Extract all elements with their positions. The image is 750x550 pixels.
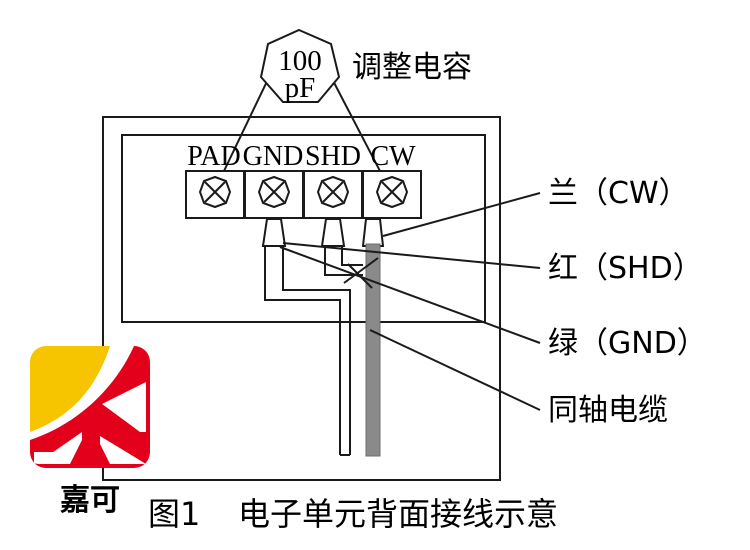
ferrule-cw [361,218,385,247]
screw-slot-b [204,181,226,203]
terminal-label-shd: SHD [305,141,361,172]
ferrule-gnd [261,218,287,247]
wire-gnd-edge [282,246,351,455]
ferrule-shd [320,218,346,247]
logo-white-notch-upper [102,382,146,432]
shd-junction-leader-a [343,257,379,284]
terminal-label-pad: PAD [187,141,240,172]
enclosure-inner-box [121,134,486,323]
callout-label-coax: 同轴电缆 [548,393,668,428]
company-logo [30,346,150,468]
capacitor-value-line2: pF [285,72,316,104]
screw-slot-b [263,181,285,203]
callout-label-gnd: 绿（GND） [548,326,707,361]
logo-brand-name: 嘉可 [60,483,120,518]
coaxial-cable [365,243,381,457]
logo-white-foot-right [100,436,146,464]
capacitor-label: 调整电容 [352,50,472,85]
screw-slot-b [381,181,403,203]
callout-label-cw: 兰（CW） [548,176,689,211]
logo-red-center-peak [70,424,110,464]
terminal-shd[interactable] [303,170,363,219]
wire-shd-edge [341,246,363,266]
figure-caption-number: 图1 [148,495,200,533]
callout-label-shd: 红（SHD） [548,251,703,286]
enclosure-outer-box [102,116,501,481]
terminal-gnd[interactable] [244,170,304,219]
terminal-cw[interactable] [362,170,422,219]
capacitor-value-line1: 100 [278,45,322,77]
leader-line-cw [382,192,541,237]
leader-line-gnd [279,246,541,344]
figure-caption-text: 电子单元背面接线示意 [238,495,558,533]
capacitor-body [259,28,341,103]
leader-line-coax [369,329,541,411]
terminal-label-gnd: GND [243,141,304,172]
terminal-pad[interactable] [185,170,245,219]
logo-yellow-shape [30,346,110,432]
logo-red-shape [30,346,150,468]
wire-shd [324,246,363,276]
wire-gnd [264,246,341,455]
terminal-label-cw: CW [370,141,416,172]
screw-slot-b [322,181,344,203]
logo-white-foot-left [36,432,82,464]
leader-line-shd [282,242,541,269]
